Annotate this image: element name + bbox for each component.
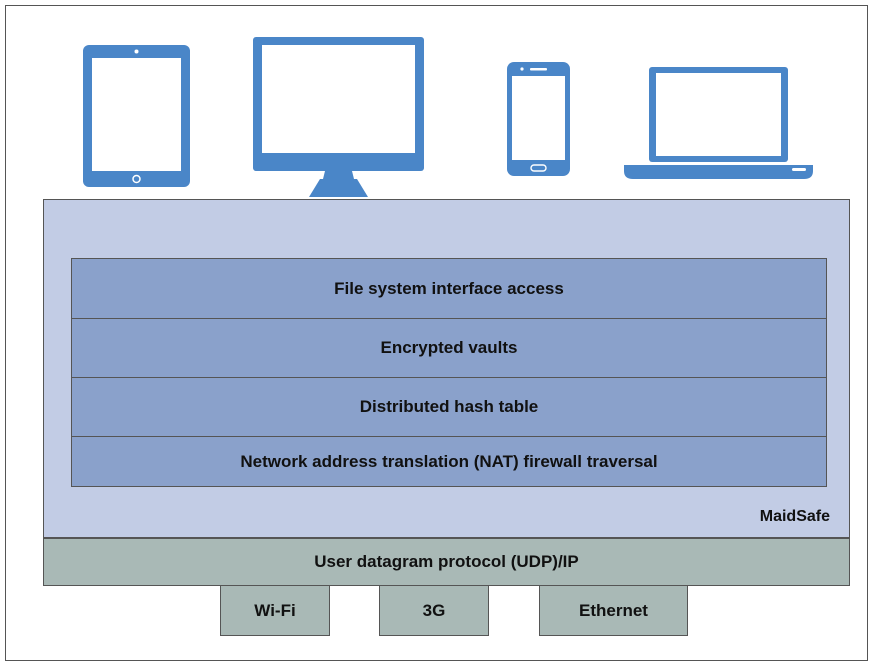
network-3g: 3G xyxy=(379,586,489,636)
smartphone-icon xyxy=(507,62,570,176)
layer-file-system-interface: File system interface access xyxy=(72,259,826,319)
network-ethernet: Ethernet xyxy=(539,586,688,636)
maidsafe-label: MaidSafe xyxy=(759,508,830,525)
tablet-icon xyxy=(83,45,190,187)
layer-label: Encrypted vaults xyxy=(380,338,518,357)
maidsafe-layer-stack: File system interface access Encrypted v… xyxy=(71,258,827,487)
network-wifi: Wi-Fi xyxy=(220,586,330,636)
layer-nat-traversal: Network address translation (NAT) firewa… xyxy=(72,437,826,486)
layer-distributed-hash-table: Distributed hash table xyxy=(72,378,826,437)
layer-label: File system interface access xyxy=(334,278,564,298)
layer-encrypted-vaults: Encrypted vaults xyxy=(72,319,826,378)
layer-label: Distributed hash table xyxy=(359,397,539,416)
layer-label: Network address translation (NAT) firewa… xyxy=(240,451,658,471)
monitor-icon xyxy=(253,37,424,197)
udp-ip-layer: User datagram protocol (UDP)/IP xyxy=(43,538,850,586)
laptop-icon xyxy=(624,67,813,179)
